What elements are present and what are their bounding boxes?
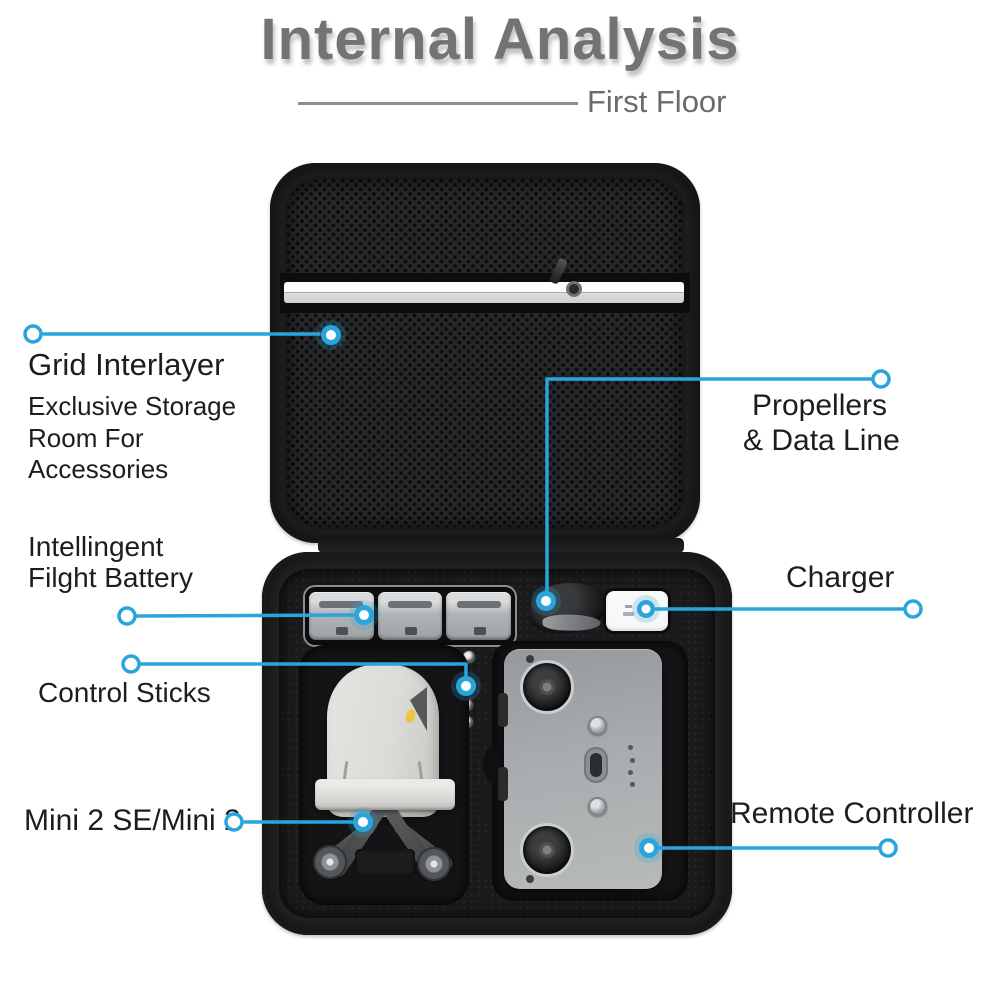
screw-icon [526,655,534,663]
label-drone-model: Mini 2 SE/Mini 2 [24,804,241,837]
label-line: Filght Battery [28,562,193,594]
case-hinge [318,538,684,553]
label-line: Propellers [752,389,888,422]
label-line: Intellingent [28,531,164,562]
drone-strap [315,779,455,810]
page-title: Internal Analysis [260,7,740,72]
drone-gimbal [355,849,415,876]
antenna-tab [498,693,508,727]
label-charger: Charger [786,561,895,594]
stick-storage-slot [584,747,608,783]
callout-battery [117,600,379,630]
battery-led [630,782,635,787]
drone [313,661,456,897]
label-line: Exclusive Storage [28,391,237,421]
flight-battery [446,592,512,640]
label-line: Room For [28,422,144,453]
label-line: & Data Line [743,423,900,457]
battery-led [628,745,633,750]
label-propellers: Propellers & Data Line [743,389,900,458]
subtitle: First Floor [587,84,727,119]
label-line: Accessories [28,454,169,485]
remote-button [588,716,607,735]
zipper [284,282,684,303]
propeller-hub [315,847,345,877]
case-base [262,552,732,935]
joystick-well [520,660,574,714]
flight-battery [377,592,443,640]
remote-controller [498,649,662,889]
foam-insert [279,569,715,918]
battery-led [630,758,635,763]
charger [606,591,668,631]
callout-grid-interlayer [23,320,346,350]
subtitle-rule [298,102,578,105]
joystick-well [520,823,574,877]
mesh-pocket [284,176,686,530]
battery-compartment [303,585,517,647]
label-flight-battery: Intellingent Filght Battery [28,531,193,594]
antenna-tab [498,767,508,801]
callout-control-sticks [121,654,481,701]
propeller-hub [419,849,449,879]
label-grid-interlayer: Grid Interlayer [28,347,225,382]
callout-remote [634,833,898,863]
case-lid [270,163,700,543]
label-grid-interlayer-sub: Exclusive Storage Room For Accessories [28,391,236,486]
callout-drone [224,807,378,837]
callout-propellers [531,369,891,616]
label-remote-controller: Remote Controller [730,797,974,830]
zipper-pull-ring-icon [566,281,582,297]
label-control-sticks: Control Sticks [38,677,211,708]
battery-led [628,770,633,775]
callout-charger [632,595,923,623]
remote-button [588,797,607,816]
screw-icon [526,875,534,883]
